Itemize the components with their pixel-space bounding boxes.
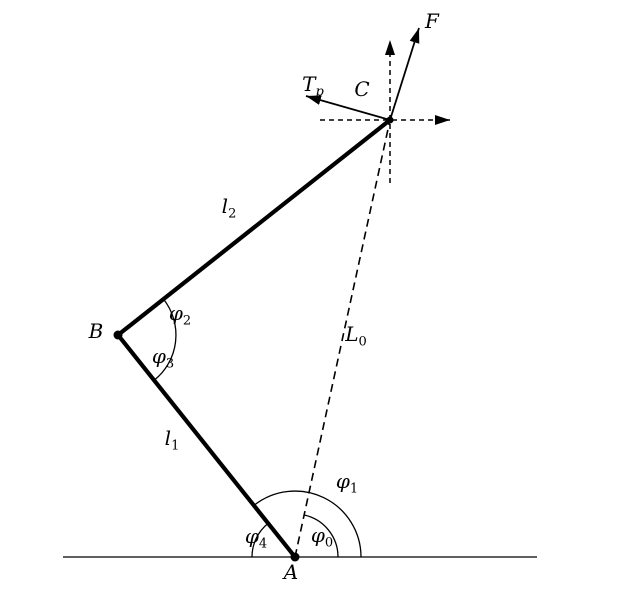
angle-phi1-label: φ1 — [335, 469, 359, 497]
joint-b-dot — [113, 330, 123, 340]
virtual-line-l0 — [294, 119, 391, 558]
angle-arc-phi4 — [251, 522, 269, 558]
angle-phi2-label: φ2 — [168, 301, 192, 329]
angle-arc-phi0 — [304, 514, 339, 558]
torque-tp-label: Tp — [302, 72, 324, 100]
angle-phi0-label: φ0 — [310, 523, 334, 551]
angle-arc-phi1 — [253, 490, 362, 558]
joint-c-dot — [386, 116, 394, 124]
joint-a-dot — [290, 552, 300, 562]
point-c-label: C — [354, 77, 370, 101]
force-f-arrow — [389, 27, 420, 121]
length-l0-label: L0 — [345, 322, 367, 350]
angle-phi4-label: φ4 — [244, 524, 268, 552]
point-a-label: A — [283, 560, 299, 584]
angle-phi3-label: φ3 — [151, 344, 175, 372]
link-l2-label: l2 — [221, 194, 237, 222]
torque-tp-arrow — [305, 95, 391, 121]
link-l2 — [116, 118, 392, 337]
link-l1-label: l1 — [164, 426, 180, 454]
force-f-label: F — [425, 9, 439, 33]
link-l1 — [116, 333, 297, 559]
angle-arc-phi2-phi3 — [153, 298, 177, 381]
point-b-label: B — [88, 319, 104, 343]
